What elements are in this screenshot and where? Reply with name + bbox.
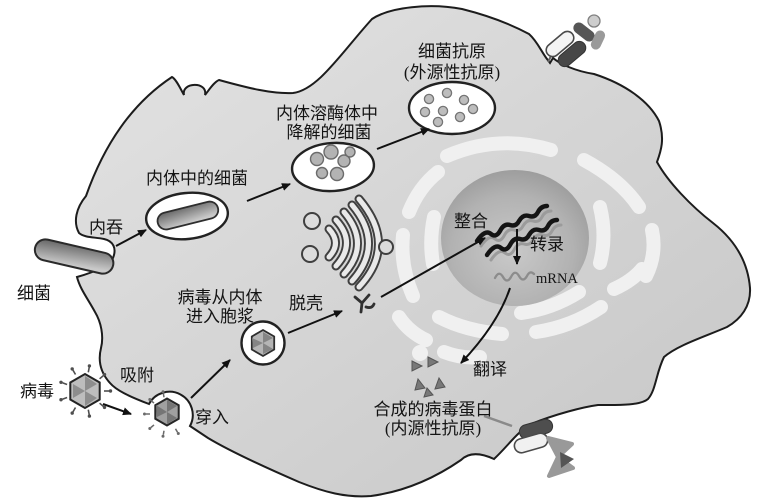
capsid-facet xyxy=(167,412,177,424)
degraded-bacteria-fragment xyxy=(315,166,329,180)
er-vesicle xyxy=(412,345,428,361)
arrow-translation xyxy=(460,287,511,364)
antigen-dot xyxy=(441,87,453,99)
label-mrna: mRNA xyxy=(536,271,578,287)
virus-free xyxy=(59,364,113,418)
label-virus-to-cytoplasm-line2: 进入胞浆 xyxy=(186,307,254,326)
label-viral-protein-line2: (内源性抗原) xyxy=(385,419,481,438)
er-arc-icon xyxy=(593,200,611,270)
capsid-facet xyxy=(85,376,97,391)
capsid-facet xyxy=(263,343,273,354)
label-bacterial-antigen-line2: (外源性抗原) xyxy=(404,63,500,82)
label-viral-protein-line1: 合成的病毒蛋白 xyxy=(374,400,493,419)
uncoated-genome-icon xyxy=(353,293,376,314)
label-translation: 翻译 xyxy=(473,360,507,379)
er-arc-icon xyxy=(402,165,445,219)
er-arc-icon xyxy=(392,310,433,347)
dna-strand-icon xyxy=(474,203,563,262)
er-arc-icon xyxy=(577,153,646,214)
arrow-uncoating xyxy=(287,310,343,334)
er-arc-icon xyxy=(432,310,509,341)
capsid-facet xyxy=(252,338,263,348)
bacteria-endosome xyxy=(144,191,230,241)
label-degraded-line2: 降解的细菌 xyxy=(287,123,372,142)
label-bacteria: 细菌 xyxy=(17,284,51,303)
viral-protein-triangle-icon xyxy=(411,356,446,398)
er-arc-icon xyxy=(440,136,558,163)
capsid-facet xyxy=(167,400,177,412)
golgi-vesicle xyxy=(301,245,319,263)
virus-endosome xyxy=(240,320,286,366)
er-arc-icon xyxy=(395,228,420,303)
arrow-penetration xyxy=(190,359,231,399)
arrow-integration xyxy=(380,237,486,298)
degraded-bacteria-fragment xyxy=(337,154,351,168)
er-arc-icon xyxy=(424,210,441,271)
antigen-dot xyxy=(467,103,479,115)
degraded-bacteria-fragment xyxy=(323,144,339,160)
mrna-squiggle-icon xyxy=(493,271,536,282)
virus-attached xyxy=(143,390,180,438)
arrow-to-antigen-vesicle xyxy=(376,128,430,150)
antigen-vesicle xyxy=(407,80,497,136)
er-arc-icon xyxy=(607,262,649,296)
label-penetration: 穿入 xyxy=(195,408,229,427)
label-bacterial-antigen-line1: 细菌抗原 xyxy=(418,42,486,61)
label-bacteria-in-endosome: 内体中的细菌 xyxy=(146,169,248,188)
antigen-dot xyxy=(454,111,466,123)
er-arc-icon xyxy=(514,285,586,320)
mhc-molecule-top-icon xyxy=(545,14,606,68)
cell-membrane xyxy=(74,5,752,498)
antigen-dot xyxy=(437,105,449,117)
arrow-to-endolysosome xyxy=(246,183,291,202)
label-uncoating: 脱壳 xyxy=(289,294,323,313)
antigen-dot xyxy=(458,94,470,106)
bacterium-rod-icon xyxy=(156,200,220,231)
golgi-vesicle xyxy=(303,212,321,230)
golgi-icon xyxy=(301,194,394,292)
degraded-bacteria-fragment xyxy=(309,151,325,167)
degraded-bacteria-fragment xyxy=(344,146,356,158)
label-integration: 整合 xyxy=(454,212,488,231)
label-virus: 病毒 xyxy=(20,382,54,401)
golgi-vesicle xyxy=(378,239,394,255)
endolysosome xyxy=(290,141,376,193)
antigen-dot xyxy=(432,116,444,128)
label-endocytosis: 内吞 xyxy=(89,218,123,237)
capsid-facet xyxy=(263,332,273,343)
label-degraded-line1: 内体溶酶体中 xyxy=(276,104,378,123)
antigen-dot xyxy=(419,106,431,118)
er-arc-icon xyxy=(529,300,608,339)
endoplasmic-reticulum-arcs xyxy=(392,136,661,365)
capsid-facet xyxy=(73,384,85,398)
arrow-adsorption xyxy=(102,403,132,416)
process-arrows xyxy=(102,128,521,416)
er-arc-icon xyxy=(437,345,487,365)
label-adsorption: 吸附 xyxy=(120,366,154,385)
capsid-facet xyxy=(156,405,167,417)
label-virus-to-cytoplasm-line1: 病毒从内体 xyxy=(178,288,263,307)
bacterium-rod-icon xyxy=(33,238,115,275)
degraded-bacteria-fragment xyxy=(329,166,345,182)
mhc-molecule-bottom-icon xyxy=(483,414,575,478)
label-transcription: 转录 xyxy=(530,235,564,254)
arrow-endocytosis xyxy=(115,229,147,247)
capsid-facet xyxy=(85,391,97,406)
antigen-dot xyxy=(423,93,435,105)
